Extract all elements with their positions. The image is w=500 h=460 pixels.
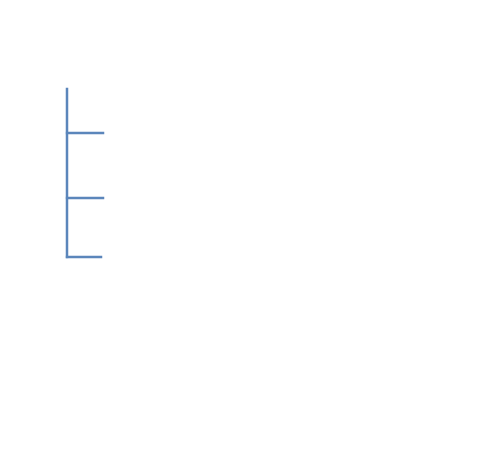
connector-lines [65,87,105,259]
